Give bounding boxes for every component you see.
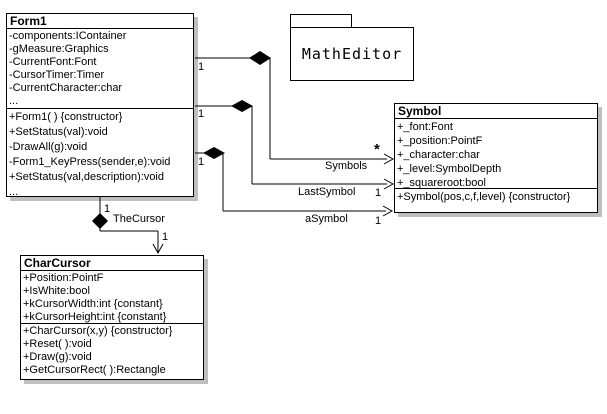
class-title: CharCursor xyxy=(21,256,203,271)
class-title: Symbol xyxy=(395,104,597,119)
package-tab xyxy=(290,14,352,28)
multiplicity-label: 1 xyxy=(198,156,205,168)
connector-label-asymbol: aSymbol xyxy=(305,213,348,225)
multiplicity-label: 1 xyxy=(104,203,111,215)
package-name: MathEditor xyxy=(301,45,403,63)
class-member: ... xyxy=(9,186,19,198)
class-member: ... xyxy=(9,95,19,107)
composition-diamond-icon xyxy=(203,147,225,159)
attributes-section: +Position:PointF+IsWhite:bool+kCursorWid… xyxy=(21,271,203,324)
class-member: -Form1_KeyPress(sender,e):void xyxy=(9,156,171,168)
methods-section: +CharCursor(x,y) {constructor}+Reset( ):… xyxy=(21,324,203,380)
multiplicity-label: 1 xyxy=(198,108,205,120)
open-arrowhead-icon xyxy=(383,153,395,165)
open-arrowhead-icon xyxy=(382,205,394,217)
attributes-section: +_font:Font +_position:PointF +_character:… xyxy=(395,119,597,189)
multiplicity-label: * xyxy=(374,141,380,158)
methods-section: +Symbol(pos,c,f,level) {constructor} xyxy=(395,189,597,213)
package-body: MathEditor xyxy=(290,27,414,81)
class-member: +Position:PointF xyxy=(23,272,104,284)
methods-section: +Form1( ) {constructor} +SetStatus(val):v… xyxy=(7,109,193,198)
class-member: -CurrentCharacter:char xyxy=(9,82,123,94)
class-member: +SetStatus(val,description):void xyxy=(9,171,164,183)
multiplicity-label: 1 xyxy=(375,187,382,199)
class-member: +Symbol(pos,c,f,level) {constructor} xyxy=(397,191,571,203)
connector-thecursor xyxy=(92,197,164,255)
class-member: +_position:PointF xyxy=(397,135,483,147)
class-member: +Form1( ) {constructor} xyxy=(9,111,123,123)
class-charcursor: CharCursor +Position:PointF+IsWhite:bool… xyxy=(20,255,204,380)
connector-label-lastsymbol: LastSymbol xyxy=(298,186,356,198)
class-member: -components:IContainer xyxy=(9,30,127,42)
class-member: +_level:SymbolDepth xyxy=(397,163,502,175)
open-arrowhead-icon xyxy=(383,178,395,190)
connector-label-thecursor: TheCursor xyxy=(113,213,165,225)
multiplicity-label: 1 xyxy=(198,61,205,73)
composition-diamond-icon xyxy=(249,51,271,65)
class-member: +IsWhite:bool xyxy=(23,285,90,297)
class-member: -CurrentFont:Font xyxy=(9,56,97,68)
connector-lastsymbol xyxy=(195,100,395,190)
class-member: +kCursorHeight:int {constant} xyxy=(23,311,167,323)
class-member: +kCursorWidth:int {constant} xyxy=(23,298,163,310)
multiplicity-label: 1 xyxy=(162,231,169,243)
class-member: +_font:Font xyxy=(397,121,453,133)
class-member: +GetCursorRect( ):Rectangle xyxy=(23,364,166,376)
class-member: +SetStatus(val):void xyxy=(9,126,108,138)
class-member: +_character:char xyxy=(397,149,480,161)
class-member: +Draw(g):void xyxy=(23,351,92,363)
connector-label-symbols: Symbols xyxy=(325,160,368,172)
connector-asymbol xyxy=(195,147,394,217)
attributes-section: -components:IContainer-gMeasure:Graphics… xyxy=(7,29,193,109)
class-member: -CursorTimer:Timer xyxy=(9,69,105,81)
open-arrowhead-icon xyxy=(152,243,164,255)
class-member: +Reset( ):void xyxy=(23,338,92,350)
multiplicity-label: 1 xyxy=(375,215,382,227)
class-member: -DrawAll(g):void xyxy=(9,141,88,153)
class-member: -gMeasure:Graphics xyxy=(9,43,109,55)
class-member: +CharCursor(x,y) {constructor} xyxy=(23,325,173,337)
composition-diamond-icon xyxy=(231,100,253,112)
composition-diamond-icon xyxy=(92,213,108,229)
class-member: +_squareroot:bool xyxy=(397,177,486,189)
class-form1: Form1 -components:IContainer-gMeasure:Gr… xyxy=(6,13,194,198)
class-title: Form1 xyxy=(7,14,193,29)
class-symbol: Symbol +_font:Font +_position:PointF +_cha… xyxy=(394,103,598,213)
